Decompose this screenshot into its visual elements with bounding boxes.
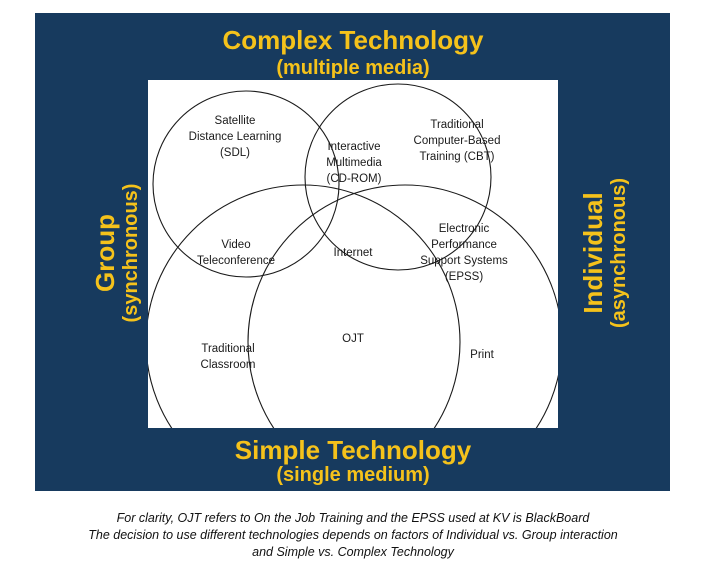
right-axis-title: Individual <box>578 192 608 314</box>
region-classroom: Traditional Classroom <box>200 343 256 371</box>
circle-bottom-right <box>247 184 558 428</box>
left-axis-title: Group <box>90 214 120 292</box>
caption-line-1: For clarity, OJT refers to On the Job Tr… <box>116 511 590 525</box>
left-axis-label: Group (synchronous) <box>87 123 147 383</box>
bottom-axis-title: Simple Technology <box>234 435 472 465</box>
circle-top-right <box>304 83 492 271</box>
region-epss: Electronic Performance Support Systems (… <box>420 223 508 283</box>
right-axis-subtitle: (asynchronous) <box>608 177 630 329</box>
caption-line-2: The decision to use different technologi… <box>88 528 618 542</box>
venn-circles <box>148 83 558 428</box>
region-cbt: Traditional Computer-Based Training (CBT… <box>413 119 501 163</box>
top-axis-title: Complex Technology <box>222 25 484 55</box>
top-axis-subtitle: (multiple media) <box>276 57 430 79</box>
circle-top-left <box>152 90 340 278</box>
region-ojt: OJT <box>342 333 364 345</box>
venn-canvas: Satellite Distance Learning (SDL) Tradit… <box>148 80 558 428</box>
region-sdl: Satellite Distance Learning (SDL) <box>188 115 282 159</box>
region-multimedia: Interactive Multimedia (CD-ROM) <box>326 141 382 185</box>
circle-bottom-left <box>148 184 461 428</box>
bottom-axis-subtitle: (single medium) <box>276 464 430 486</box>
left-axis-subtitle: (synchronous) <box>120 183 142 323</box>
region-print: Print <box>470 349 494 361</box>
caption-line-3: and Simple vs. Complex Technology <box>252 545 454 559</box>
region-video-teleconference: Video Teleconference <box>197 239 275 267</box>
figure-caption: For clarity, OJT refers to On the Job Tr… <box>0 510 706 561</box>
region-internet: Internet <box>333 247 373 259</box>
right-axis-label: Individual (asynchronous) <box>575 123 635 383</box>
